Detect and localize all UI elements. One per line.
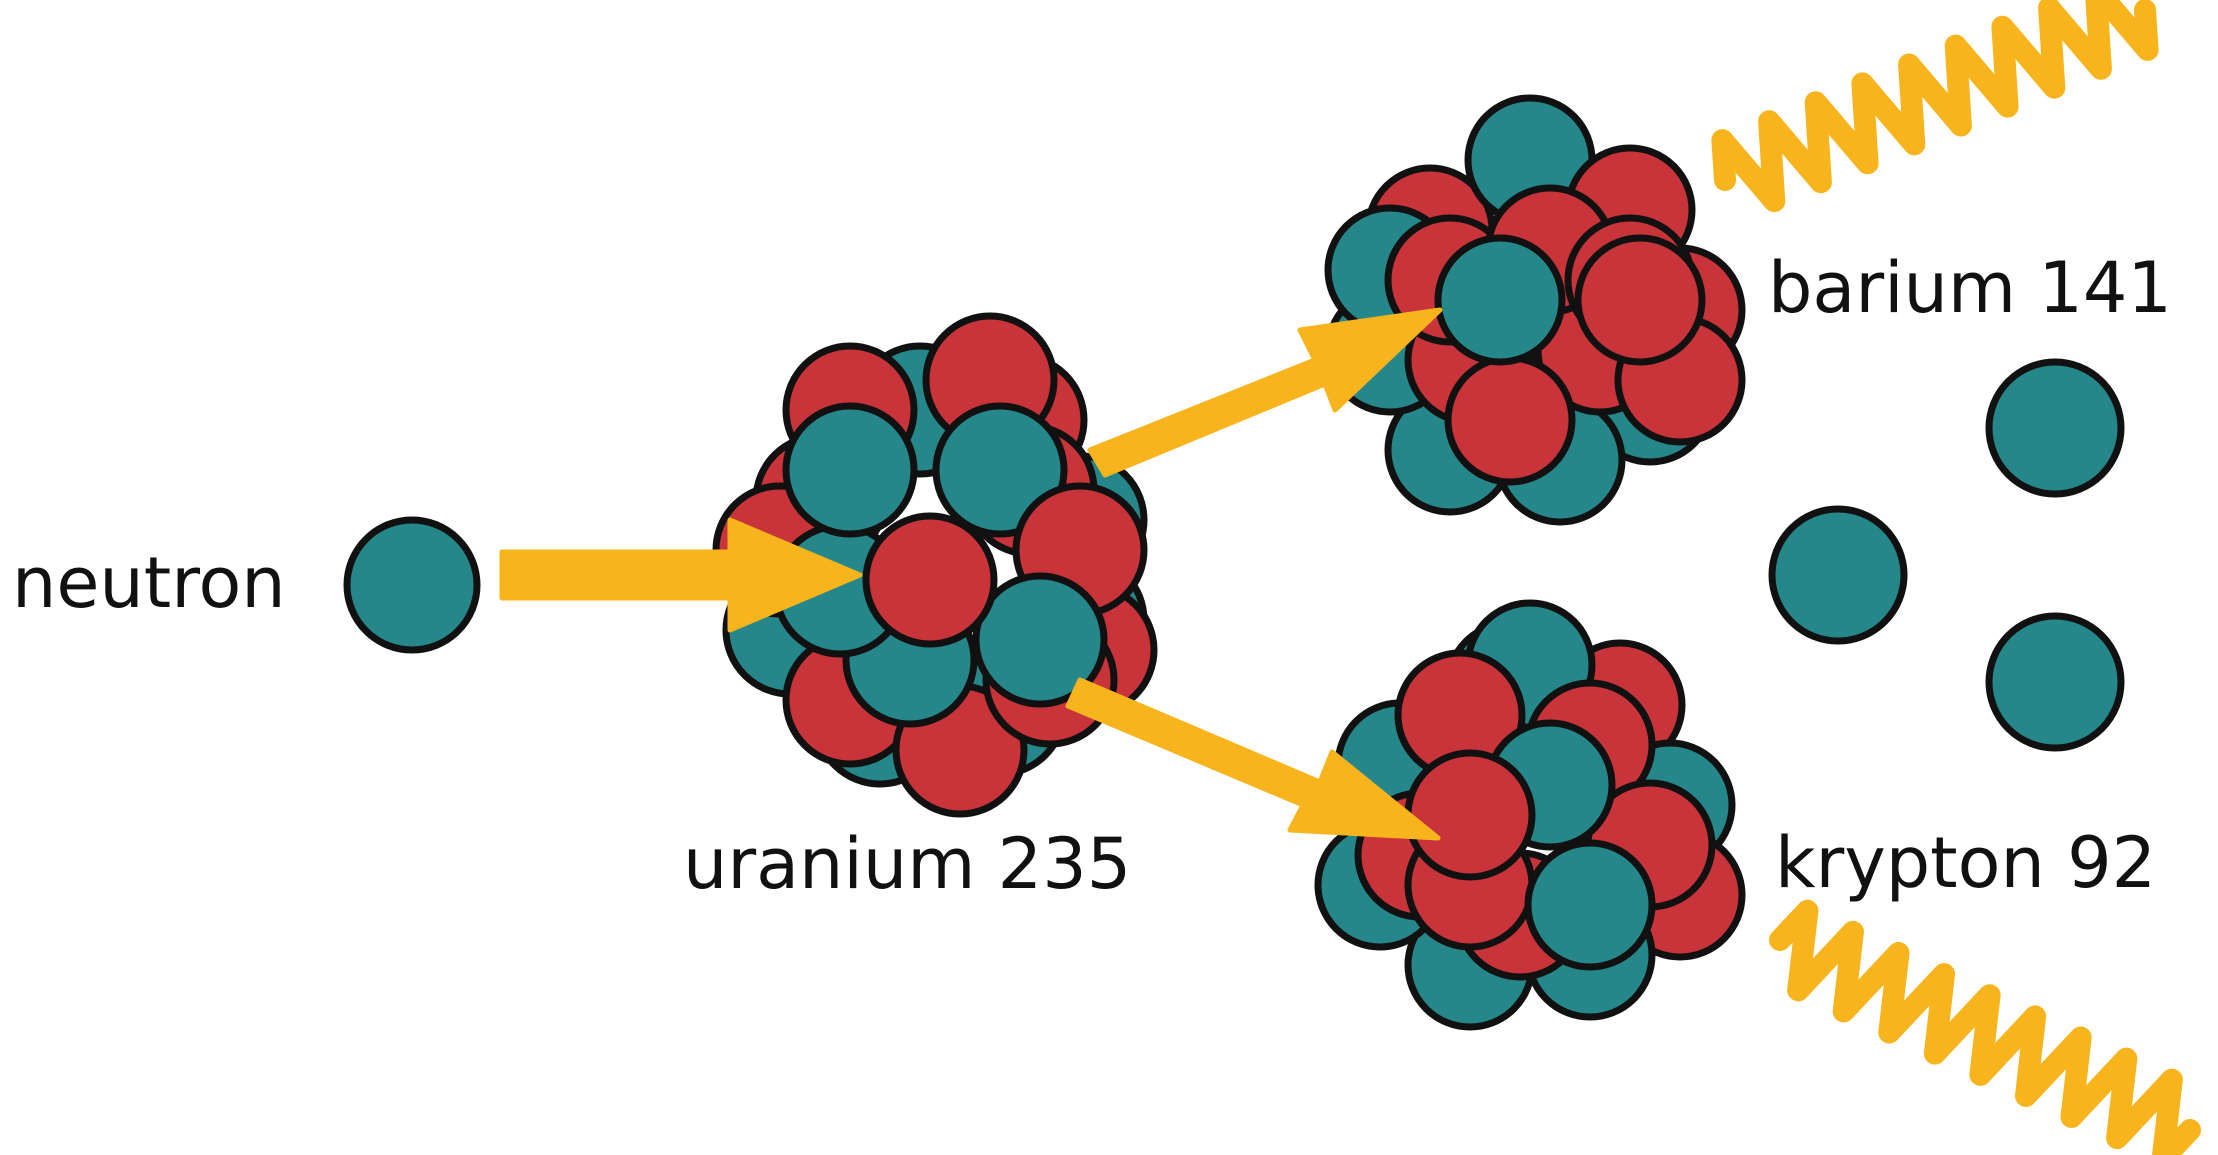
nucleon-proton-icon bbox=[1444, 354, 1576, 486]
krypton-nucleus-icon bbox=[1314, 599, 1746, 1031]
released-neutron-icon bbox=[1985, 358, 2125, 498]
arrow-neutron-to-uranium-icon bbox=[499, 517, 863, 633]
nucleon-neutron-icon bbox=[972, 572, 1108, 708]
released-neutron-icon bbox=[1985, 612, 2125, 752]
arrow-uranium-to-krypton-icon bbox=[1065, 677, 1441, 841]
incoming-neutron-icon bbox=[343, 516, 481, 654]
krypton-label: krypton 92 bbox=[1775, 822, 2156, 904]
arrow-uranium-to-barium-icon bbox=[1087, 307, 1443, 478]
nucleon-proton-icon bbox=[1574, 234, 1706, 366]
barium-label: barium 141 bbox=[1768, 247, 2172, 329]
nucleon-neutron-icon bbox=[1434, 234, 1566, 366]
nucleon-proton-icon bbox=[862, 512, 998, 648]
nucleon-neutron-icon bbox=[782, 402, 918, 538]
nucleon-neutron-icon bbox=[932, 402, 1068, 538]
gamma-ray-bottom-icon bbox=[1769, 899, 2201, 1155]
nucleon-proton-icon bbox=[1404, 749, 1536, 881]
released-neutron-icon bbox=[1768, 505, 1908, 645]
nucleon-neutron-icon bbox=[1524, 839, 1656, 971]
uranium-label: uranium 235 bbox=[683, 823, 1131, 905]
gamma-ray-top-icon bbox=[1711, 0, 2159, 213]
neutron-label: neutron bbox=[12, 542, 286, 624]
uranium-nucleus-icon bbox=[712, 312, 1158, 818]
barium-nucleus-icon bbox=[1324, 94, 1746, 526]
